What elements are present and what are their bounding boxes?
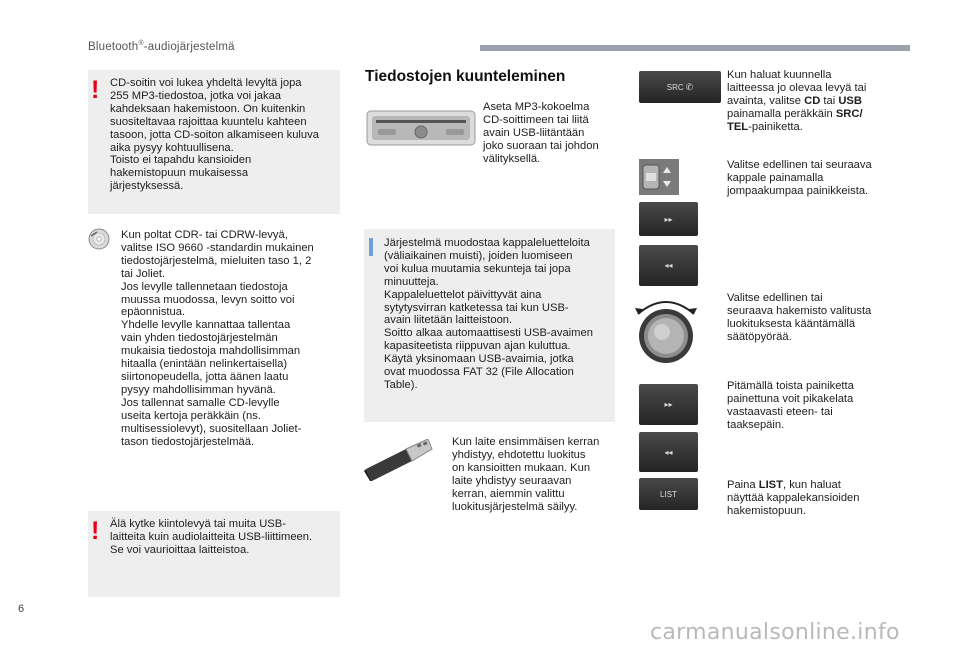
steering-wheel-control-image (639, 159, 679, 195)
rewind-button[interactable]: ◂◂ (639, 432, 698, 472)
fast-forward-button[interactable]: ▸▸ (639, 384, 698, 425)
rewind-icon: ◂◂ (664, 447, 673, 457)
info-playlists-text: Järjestelmä muodostaa kappaleluetteloita… (384, 237, 593, 391)
warning-icon: ! (91, 517, 100, 545)
warning-box-mp3-limits: ! CD-soitin voi lukea yhdeltä levyltä jo… (88, 70, 340, 214)
usb-classification-text: Kun laite ensimmäisen kerran yhdistyy, e… (452, 436, 600, 513)
src-button-label: SRC (666, 82, 684, 92)
cd-burning-text: Kun poltat CDR- tai CDRW-levyä, valitse … (121, 229, 314, 448)
previous-track-button[interactable]: ◂◂ (639, 245, 698, 286)
warning-mp3-text: CD-soitin voi lukea yhdeltä levyltä jopa… (110, 77, 319, 193)
cd-disc-icon (88, 228, 110, 250)
rewind-icon: ◂◂ (664, 261, 673, 270)
select-folder-text: Valitse edellinen tai seuraava hakemisto… (727, 292, 872, 343)
warning-usb-text: Älä kytke kiintolevyä tai muita USB- lai… (110, 518, 313, 556)
src-text: Kun haluat kuunnella laitteessa jo oleva… (727, 69, 867, 133)
warning-box-usb-devices: ! Älä kytke kiintolevyä tai muita USB- l… (88, 511, 340, 597)
info-box-playlists: Järjestelmä muodostaa kappaleluetteloita… (364, 229, 615, 422)
section-title: Tiedostojen kuunteleminen (365, 68, 566, 85)
insert-media-text: Aseta MP3-kokoelma CD-soittimeen tai lii… (483, 101, 599, 165)
src-tel-button[interactable]: SRC ✆ (639, 71, 721, 103)
watermark: carmanualsonline.info (650, 620, 900, 645)
usb-key-icon (362, 438, 434, 481)
fast-forward-icon: ▸▸ (664, 400, 673, 409)
header-divider-bar (480, 45, 910, 51)
hold-button-text: Pitämällä toista painiketta painettuna v… (727, 380, 854, 431)
list-button-label: LIST (660, 489, 677, 499)
fast-forward-icon: ▸▸ (664, 214, 673, 224)
list-button[interactable]: LIST (639, 478, 698, 510)
phone-icon: ✆ (685, 81, 694, 92)
info-icon (369, 238, 373, 256)
radio-unit-image (366, 108, 476, 148)
list-text: Paina LIST, kun haluat näyttää kappaleka… (727, 479, 860, 517)
warning-icon: ! (91, 76, 100, 104)
rotary-knob-image[interactable] (628, 292, 704, 368)
select-track-text: Valitse edellinen tai seuraava kappale p… (727, 159, 872, 197)
page-header-title: Bluetooth®-audiojärjestelmä (88, 40, 235, 53)
next-track-button[interactable]: ▸▸ (639, 202, 698, 236)
page-number: 6 (18, 603, 25, 615)
